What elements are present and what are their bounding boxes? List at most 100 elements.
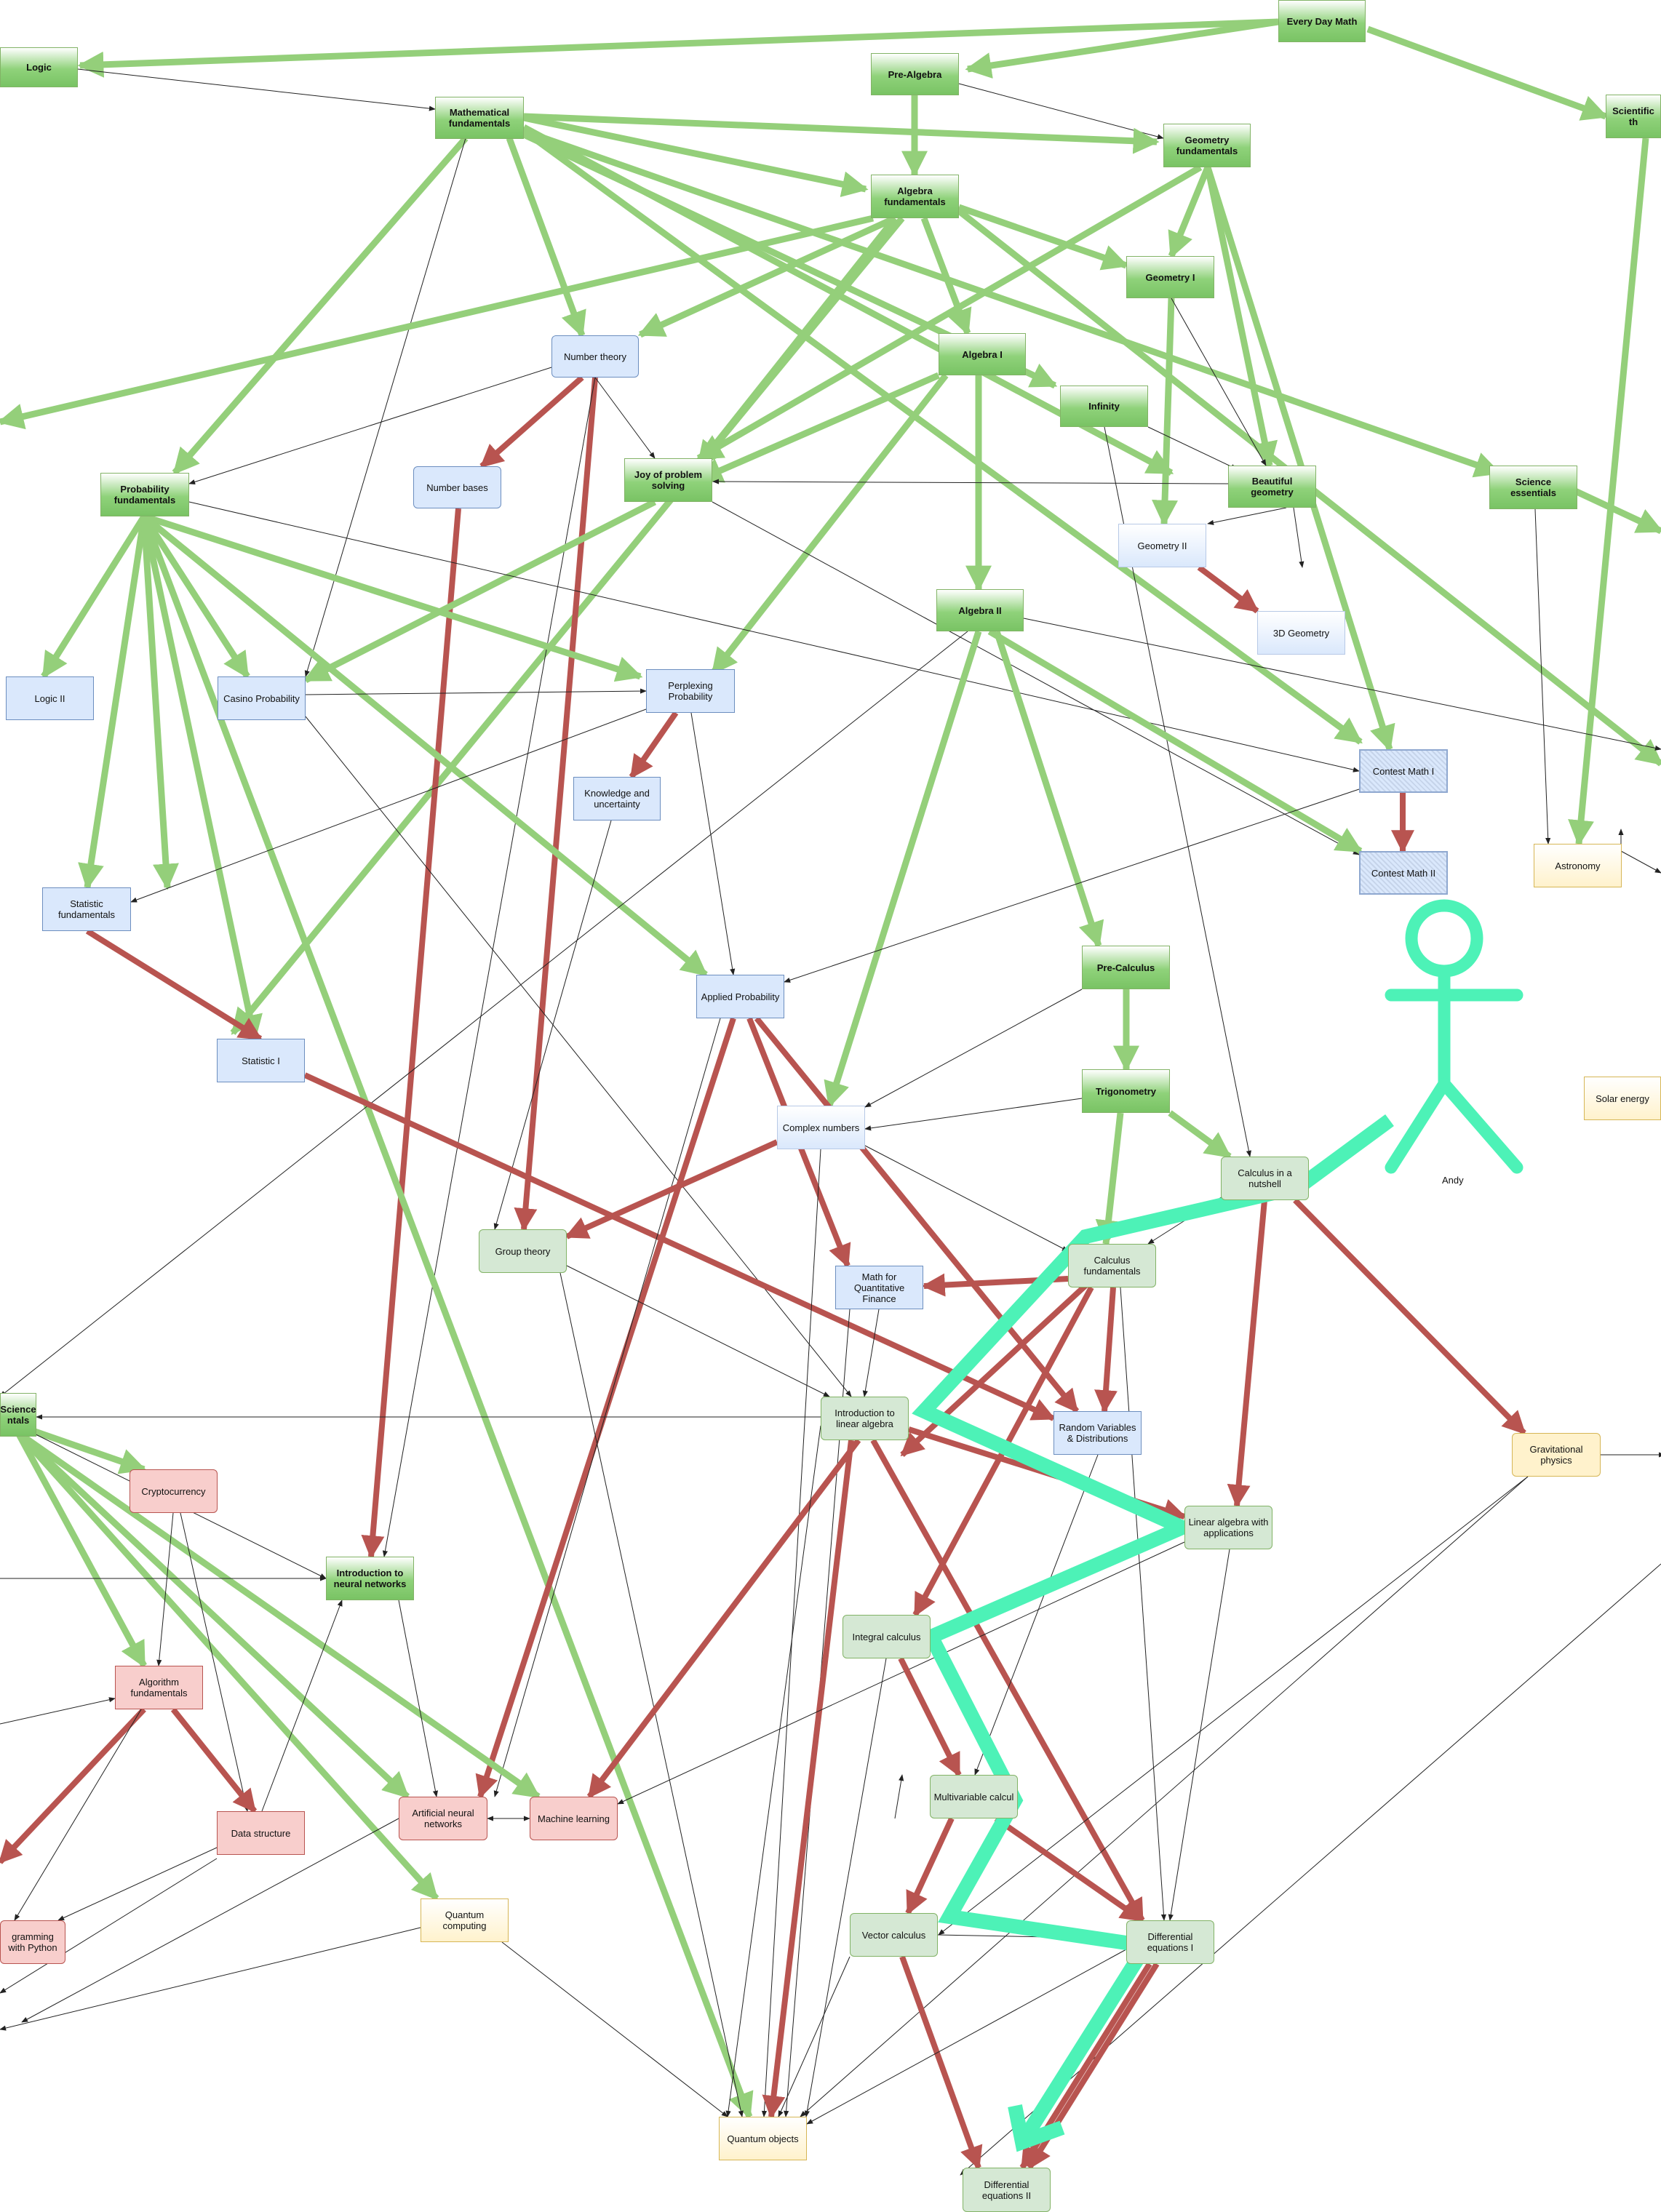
node-trigonometry[interactable]: Trigonometry — [1082, 1069, 1170, 1113]
node-algebra-1[interactable]: Algebra I — [939, 333, 1026, 375]
node-joy[interactable]: Joy of problem solving — [624, 458, 712, 502]
node-statistic-fund[interactable]: Statistic fundamentals — [42, 887, 131, 931]
edge-green-113 — [15, 1430, 439, 1901]
edge-red-83 — [565, 1139, 778, 1239]
edge-thin-129 — [21, 1818, 399, 2023]
node-statistic-1[interactable]: Statistic I — [217, 1039, 305, 1082]
node-algebra-2[interactable]: Algebra II — [936, 589, 1024, 631]
node-label: Multivariable calcul — [933, 1791, 1014, 1802]
node-infinity[interactable]: Infinity — [1060, 386, 1148, 427]
node-label: Integral calculus — [852, 1631, 921, 1642]
node-contest-1[interactable]: Contest Math I — [1359, 749, 1448, 793]
node-algorithm-fund[interactable]: Algorithm fundamentals — [115, 1666, 203, 1709]
node-label: Calculus in a nutshell — [1238, 1167, 1292, 1189]
node-gravitational[interactable]: Gravitational physics — [1512, 1433, 1601, 1477]
edge-thin-82 — [493, 1018, 721, 1797]
node-logic[interactable]: Logic — [0, 47, 78, 87]
node-label: Number theory — [564, 351, 626, 362]
node-diff-eq-1[interactable]: Differential equations I — [1126, 1920, 1214, 1964]
edge-thin-3 — [77, 68, 436, 111]
node-casino[interactable]: Casino Probability — [218, 676, 306, 720]
edge-thin-84 — [761, 1149, 821, 2117]
node-intro-linear[interactable]: Introduction to linear algebra — [821, 1397, 909, 1440]
edge-red-29 — [514, 377, 598, 1232]
node-astronomy[interactable]: Astronomy — [1534, 844, 1622, 887]
node-complex-numbers[interactable]: Complex numbers — [777, 1106, 865, 1149]
node-beautiful-geometry[interactable]: Beautiful geometry — [1228, 466, 1316, 508]
edge-red-128 — [994, 1816, 1144, 1923]
edge-green-34 — [710, 373, 949, 675]
node-vector-calculus[interactable]: Vector calculus — [850, 1913, 938, 1957]
node-ann[interactable]: Artificial neural networks — [399, 1797, 487, 1840]
node-number-bases[interactable]: Number bases — [413, 466, 501, 508]
edge-green-112 — [16, 1430, 541, 1800]
node-linear-apps[interactable]: Linear algebra with applications — [1184, 1506, 1272, 1549]
edge-green-21 — [920, 217, 972, 336]
node-probability-fund[interactable]: Probability fundamentals — [100, 473, 189, 516]
node-geometry-1[interactable]: Geometry I — [1126, 256, 1214, 298]
edge-green-18 — [1204, 166, 1395, 752]
edge-red-120 — [898, 1657, 962, 1777]
node-label: Trigonometry — [1095, 1085, 1157, 1097]
node-random-vars[interactable]: Random Variables & Distributions — [1053, 1411, 1142, 1455]
edge-thin-30 — [594, 377, 656, 459]
node-machine-learning[interactable]: Machine learning — [530, 1797, 618, 1840]
edge-thin-89 — [566, 1265, 830, 1397]
edge-thin-61 — [0, 631, 968, 1397]
edge-thin-32 — [382, 377, 596, 1557]
node-diff-eq-2[interactable]: Differential equations II — [963, 2168, 1051, 2212]
edge-thin-27 — [1171, 298, 1267, 466]
node-perplexing[interactable]: Perplexing Probability — [646, 669, 735, 713]
node-geometry-2[interactable]: Geometry II — [1118, 524, 1206, 567]
node-multivariable[interactable]: Multivariable calcul — [930, 1775, 1018, 1818]
node-cs-fund[interactable]: Science ntals — [0, 1393, 36, 1437]
node-data-structure[interactable]: Data structure — [217, 1811, 305, 1855]
edge-green-25 — [0, 215, 875, 430]
node-geometry-fund[interactable]: Geometry fundamentals — [1163, 124, 1251, 167]
edge-thin-43 — [1293, 507, 1304, 568]
node-algebra-fund[interactable]: Algebra fundamentals — [871, 175, 959, 218]
node-label: Statistic fundamentals — [57, 898, 116, 920]
edge-green-110 — [15, 1431, 147, 1669]
node-integral[interactable]: Integral calculus — [843, 1615, 931, 1658]
node-math-fund[interactable]: Mathematical fundamentals — [435, 97, 524, 139]
node-knowledge[interactable]: Knowledge and uncertainty — [573, 777, 661, 820]
edge-green-46 — [78, 516, 148, 890]
node-quantum-objects[interactable]: Quantum objects — [719, 2117, 807, 2160]
node-every-day-math[interactable]: Every Day Math — [1278, 0, 1366, 42]
node-label: Applied Probability — [701, 991, 780, 1002]
node-logic-2[interactable]: Logic II — [6, 676, 94, 720]
node-applied-prob[interactable]: Applied Probability — [696, 975, 784, 1018]
node-math-quant[interactable]: Math for Quantitative Finance — [835, 1266, 923, 1309]
node-cryptocurrency[interactable]: Cryptocurrency — [130, 1469, 218, 1513]
node-programming-python[interactable]: gramming with Python — [0, 1920, 65, 1964]
edge-thin-60 — [1023, 618, 1661, 751]
node-contest-2[interactable]: Contest Math II — [1359, 851, 1448, 895]
node-pre-algebra[interactable]: Pre-Algebra — [871, 53, 959, 95]
node-calculus-nutshell[interactable]: Calculus in a nutshell — [1221, 1157, 1309, 1200]
node-pre-calculus[interactable]: Pre-Calculus — [1082, 946, 1170, 989]
node-group-theory[interactable]: Group theory — [479, 1229, 567, 1273]
edge-thin-42 — [1207, 507, 1287, 525]
node-calculus-fund[interactable]: Calculus fundamentals — [1068, 1244, 1156, 1287]
node-scientific[interactable]: Scientific th — [1606, 95, 1661, 138]
node-label: Linear algebra with applications — [1188, 1517, 1269, 1538]
node-science-essentials[interactable]: Science essentials — [1489, 466, 1577, 509]
node-quantum-computing[interactable]: Quantum computing — [421, 1898, 509, 1942]
node-geometry-3d[interactable]: 3D Geometry — [1257, 611, 1345, 655]
edge-thin-118 — [1168, 1549, 1230, 1921]
edge-red-101 — [586, 1438, 861, 1799]
edge-red-137 — [899, 1955, 983, 2171]
edge-green-58 — [993, 630, 1104, 949]
edge-green-45 — [41, 514, 147, 679]
edge-thin-104 — [974, 1454, 1099, 1776]
node-solar-energy[interactable]: Solar energy — [1584, 1077, 1661, 1120]
node-number-theory[interactable]: Number theory — [551, 335, 639, 378]
edge-red-93 — [1094, 1287, 1118, 1414]
node-label: Every Day Math — [1286, 15, 1358, 27]
edge-red-127 — [905, 1817, 955, 1915]
edge-green-50 — [142, 514, 708, 978]
node-intro-nn[interactable]: Introduction to neural networks — [326, 1557, 414, 1600]
node-label: Contest Math II — [1371, 867, 1436, 879]
